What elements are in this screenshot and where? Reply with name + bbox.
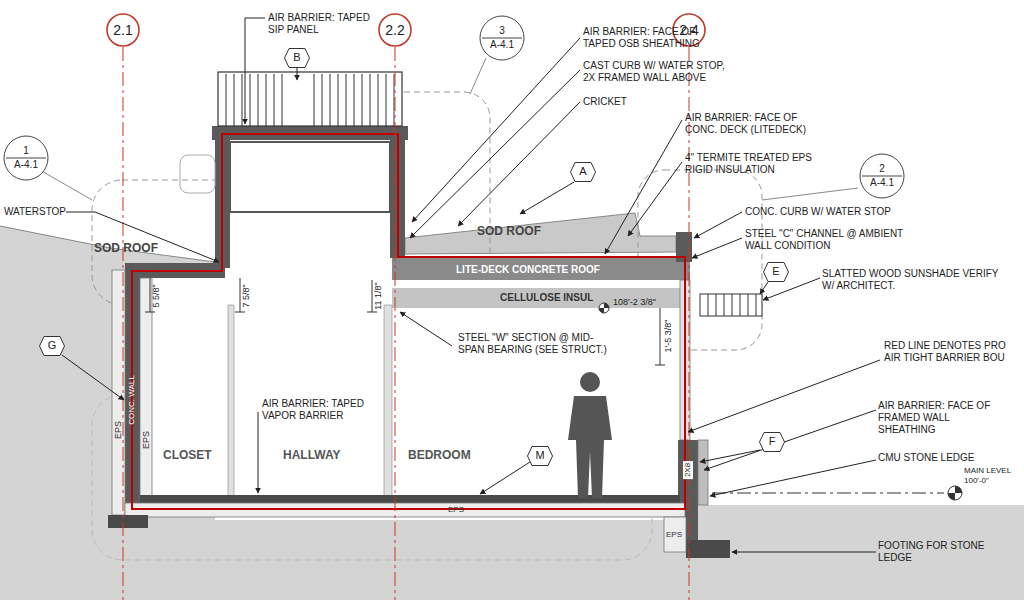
node-text: 2.2 xyxy=(385,23,404,38)
annotation-text: STEEL "C" CHANNEL @ AMBIENT WALL CONDITI… xyxy=(745,228,917,252)
node-text: A-4.1 xyxy=(14,160,38,171)
callout-hexagon: E xyxy=(763,262,789,282)
dimension-text: 2X8 xyxy=(683,461,693,479)
annotation-text: EPS xyxy=(448,505,464,515)
annotation-text: CMU STONE LEDGE xyxy=(878,452,975,464)
section-reference: 1A-4.1 xyxy=(3,135,49,181)
dimension-text: 1'-5 3/8" xyxy=(663,320,674,353)
callout-hexagon: B xyxy=(284,48,310,68)
section-reference: 3A-4.1 xyxy=(479,15,525,61)
grid-bubble: 2.2 xyxy=(378,13,412,47)
dimension-text: CONC. WALL xyxy=(127,375,137,425)
annotation-text: STEEL "W" SECTION @ MID-SPAN BEARING (SE… xyxy=(458,332,608,356)
node-text: G xyxy=(48,340,57,352)
annotation-text: CAST CURB W/ WATER STOP, 2X FRAMED WALL … xyxy=(583,60,725,84)
annotation-text: AIR BARRIER: FACE OF TAPED OSB SHEATHING xyxy=(583,26,705,50)
annotation-text: SOD ROOF xyxy=(94,241,158,255)
callout-hexagon: G xyxy=(39,336,65,356)
annotation-text: WATERSTOP xyxy=(4,206,66,218)
annotation-text: MAIN LEVEL 100'-0" xyxy=(964,466,1020,486)
annotation-text: EPS xyxy=(666,530,682,540)
annotation-text: CONC. CURB W/ WATER STOP xyxy=(745,206,891,218)
node-text: 2.1 xyxy=(113,23,132,38)
annotation-text: SOD ROOF xyxy=(477,224,541,238)
section-reference: 2A-4.1 xyxy=(859,153,905,199)
annotation-text: CLOSET xyxy=(163,448,212,462)
annotation-text: CELLULOSE INSUL xyxy=(500,292,593,304)
annotation-text: LITE-DECK CONCRETE ROOF xyxy=(456,264,600,276)
annotation-text: AIR BARRIER: TAPED VAPOR BARRIER xyxy=(262,398,370,422)
node-text: A-4.1 xyxy=(870,178,894,189)
annotation-text: AIR BARRIER: FACE OF CONC. DECK (LITEDEC… xyxy=(685,112,813,136)
dimension-text: 7 5/8" xyxy=(241,284,252,307)
annotation-text: BEDROOM xyxy=(408,448,471,462)
callout-hexagon: F xyxy=(759,432,785,452)
callout-hexagon: A xyxy=(570,162,596,182)
annotation-text: CRICKET xyxy=(583,96,627,108)
node-outline xyxy=(479,15,525,61)
node-text: 2 xyxy=(879,164,885,175)
node-outline xyxy=(3,135,49,181)
annotation-text: 4" TERMITE TREATED EPS RIGID INSULATION xyxy=(685,152,825,176)
annotation-text: HALLWAY xyxy=(283,448,341,462)
node-text: A xyxy=(579,166,586,178)
node-text: F xyxy=(769,436,776,448)
dimension-text: 11 1/8" xyxy=(373,282,384,310)
annotation-text: FOOTING FOR STONE LEDGE xyxy=(878,540,990,564)
annotation-text: SLATTED WOOD SUNSHADE VERIFY W/ ARCHITEC… xyxy=(822,268,1002,292)
node-text: E xyxy=(772,266,779,278)
node-text: A-4.1 xyxy=(490,40,514,51)
node-text: 3 xyxy=(499,26,505,37)
annotation-text: RED LINE DENOTES PRO AIR TIGHT BARRIER B… xyxy=(884,340,1014,364)
grid-bubble: 2.1 xyxy=(106,13,140,47)
node-outline xyxy=(859,153,905,199)
dimension-text: EPS xyxy=(141,431,152,449)
annotation-text: AIR BARRIER: TAPED SIP PANEL xyxy=(268,12,386,36)
node-text: 1 xyxy=(23,146,29,157)
annotation-text: AIR BARRIER: FACE OF FRAMED WALL SHEATHI… xyxy=(878,400,1008,436)
node-text: B xyxy=(293,52,300,64)
dimension-text: 5 5/8" xyxy=(151,284,162,307)
callout-hexagon: M xyxy=(527,446,553,466)
node-text: M xyxy=(535,450,544,462)
annotation-text: 108'-2 3/8" xyxy=(613,297,656,308)
dimension-text: EPS xyxy=(113,421,124,439)
